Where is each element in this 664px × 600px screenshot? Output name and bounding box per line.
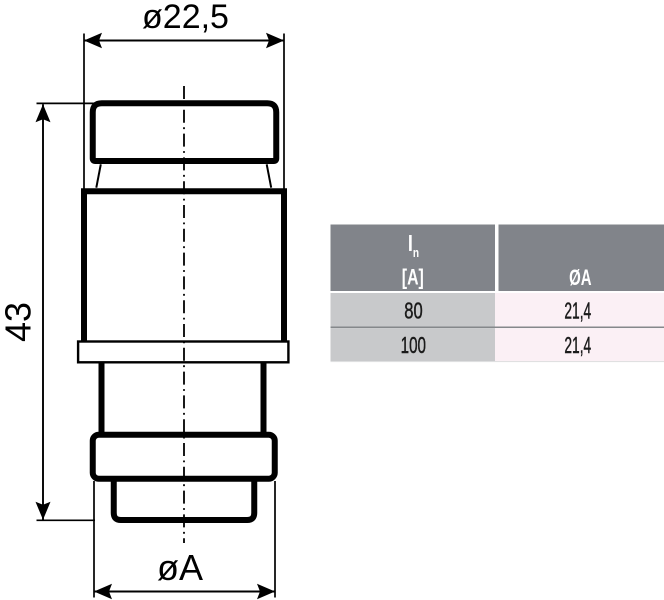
svg-text:43: 43: [0, 302, 39, 342]
svg-text:ø22,5: ø22,5: [142, 0, 229, 36]
svg-text:øA: øA: [157, 547, 203, 588]
svg-text:[A]: [A]: [402, 266, 424, 290]
svg-text:In: In: [408, 231, 419, 260]
svg-text:ØA: ØA: [569, 265, 592, 290]
svg-text:80: 80: [404, 299, 422, 324]
svg-text:21,4: 21,4: [564, 333, 591, 358]
svg-text:21,4: 21,4: [564, 299, 591, 324]
svg-text:100: 100: [401, 333, 426, 359]
